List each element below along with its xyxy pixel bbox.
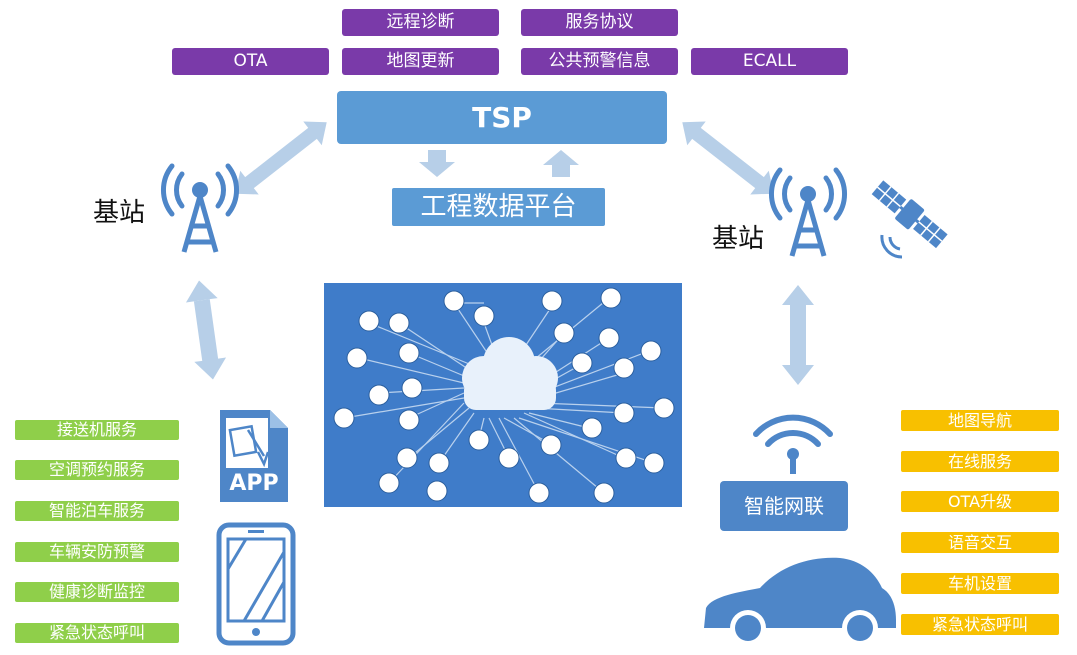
app-service-item: 接送机服务 <box>15 420 179 440</box>
car-icon <box>704 557 896 646</box>
app-service-item: 智能泊车服务 <box>15 501 179 521</box>
service-remote-diagnosis: 远程诊断 <box>342 9 499 36</box>
car-service-item: 车机设置 <box>901 573 1059 594</box>
app-service-item: 健康诊断监控 <box>15 582 179 602</box>
engineering-data-platform: 工程数据平台 <box>392 188 605 226</box>
service-agreement: 服务协议 <box>521 9 678 36</box>
smart-network-box: 智能网联 <box>720 481 848 531</box>
satellite-icon <box>871 180 948 259</box>
service-map-update: 地图更新 <box>342 48 499 75</box>
arrow-up-icon <box>543 150 579 177</box>
car-service-item: 地图导航 <box>901 410 1059 431</box>
app-document-icon <box>220 410 288 502</box>
service-ota: OTA <box>172 48 329 75</box>
app-service-item: 紧急状态呼叫 <box>15 623 179 643</box>
arrow-right-vertical-icon <box>782 285 814 385</box>
car-service-item: OTA升级 <box>901 491 1059 512</box>
iot-network-image <box>324 283 682 507</box>
arrow-down-icon <box>419 150 455 177</box>
base-station-right-label: 基站 <box>712 224 765 254</box>
wifi-antenna-icon <box>753 414 833 474</box>
arrow-left-diagonal-icon <box>235 121 327 195</box>
tsp-box: TSP <box>337 91 667 144</box>
car-service-item: 紧急状态呼叫 <box>901 614 1059 635</box>
car-service-item: 在线服务 <box>901 451 1059 472</box>
cell-tower-icon <box>769 167 847 257</box>
car-service-item: 语音交互 <box>901 532 1059 553</box>
cell-tower-icon <box>161 163 239 253</box>
app-label: APP <box>229 471 279 496</box>
app-service-item: 车辆安防预警 <box>15 542 179 562</box>
app-service-item: 空调预约服务 <box>15 460 179 480</box>
arrow-right-diagonal-icon <box>682 121 774 195</box>
arrow-left-vertical-icon <box>185 280 227 380</box>
service-ecall: ECALL <box>691 48 848 75</box>
service-public-warning: 公共预警信息 <box>521 48 678 75</box>
base-station-left-label: 基站 <box>93 198 146 228</box>
phone-icon <box>216 522 296 646</box>
